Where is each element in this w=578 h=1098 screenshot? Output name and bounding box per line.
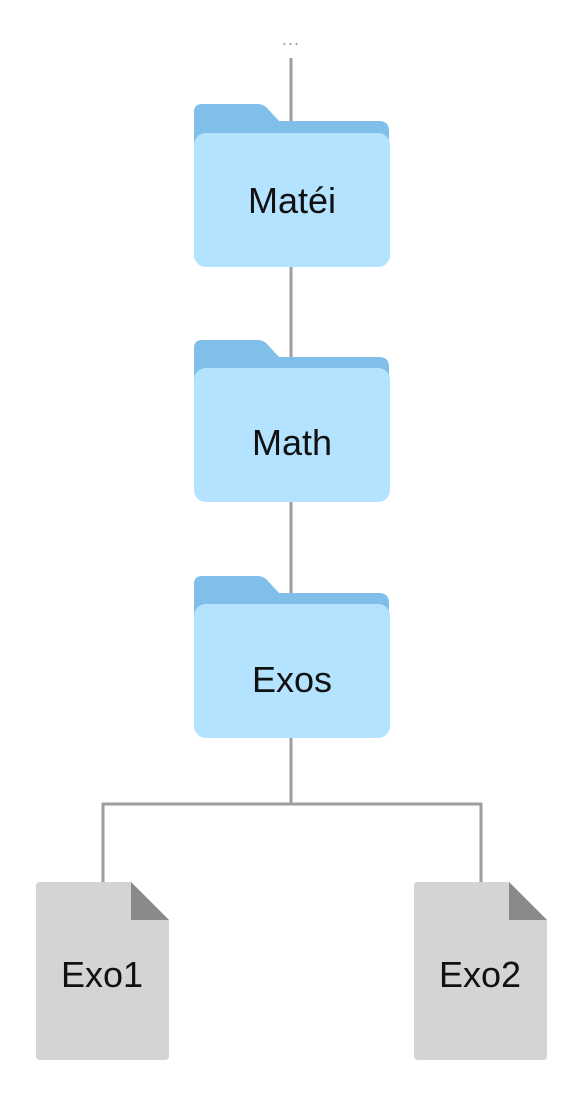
file-exo1[interactable]	[36, 882, 169, 1060]
file-icon	[36, 882, 169, 1060]
folder-label: Matéi	[247, 180, 337, 221]
file-label: Exo2	[438, 954, 522, 995]
folder-icon	[194, 340, 390, 502]
parent-ellipsis[interactable]: ...	[281, 30, 301, 49]
folder-label: Math	[251, 422, 333, 463]
connectors	[101, 58, 483, 882]
file-label: Exo1	[60, 954, 144, 995]
folder-exos[interactable]	[194, 576, 390, 738]
folder-label: Exos	[251, 659, 333, 700]
connector-branch	[101, 802, 483, 882]
folder-icon	[194, 576, 390, 738]
folder-icon	[194, 104, 390, 267]
file-exo2[interactable]	[414, 882, 547, 1060]
file-icon	[414, 882, 547, 1060]
folder-math[interactable]	[194, 340, 390, 502]
folder-matei[interactable]	[194, 104, 390, 267]
